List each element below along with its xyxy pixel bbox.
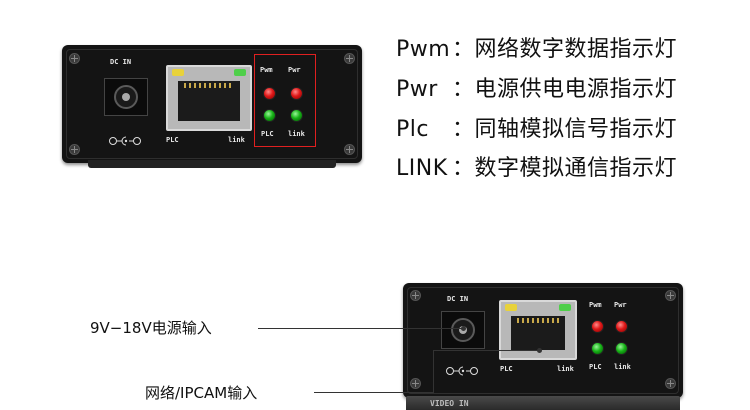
polarity-symbol-icon [109,136,141,146]
screw-icon [410,378,421,389]
plc-port-label: PLC [166,136,179,144]
plc-port-label: PLC [500,365,513,373]
link-port-label: link [228,136,245,144]
plc-led-green [263,109,276,122]
screw-icon [344,53,355,64]
network-callout-arm [433,350,540,351]
port-led-yellow [172,69,184,76]
network-input-callout: 网络/IPCAM输入 [145,384,258,402]
dc-in-label: DC IN [110,58,132,66]
link-led-green [615,342,628,355]
screw-icon [344,144,355,155]
legend-code: Plc [396,117,429,142]
plc-led-green [591,342,604,355]
legend-pwr: Pwr：电源供电电源指示灯 [396,77,678,102]
port-led-green [559,304,571,311]
dc-power-jack [441,311,485,349]
pwr-led-red [615,320,628,333]
power-callout-dot [461,326,466,331]
legend-pwm: Pwm：网络数字数据指示灯 [396,37,678,62]
video-in-label: VIDEO IN [430,399,469,408]
pwm-led-red [591,320,604,333]
power-input-callout: 9V−18V电源输入 [90,319,212,337]
legend-code: Pwr [396,77,438,102]
legend-desc: 电源供电电源指示灯 [474,77,678,102]
pwr-led-label: Pwr [288,66,301,74]
legend-plc: Plc：同轴模拟信号指示灯 [396,117,678,142]
link-led-label: link [614,363,631,371]
device-front-panel-top: DC IN PLC link Pwm Pwr PLC link [62,45,362,163]
port-led-green [234,69,246,76]
legend-desc: 数字模拟通信指示灯 [474,156,678,181]
pwm-led-label: Pwm [589,301,602,309]
device-front-panel-bottom: DC IN PLC link Pwm Pwr PLC link [403,283,683,398]
screw-icon [410,290,421,301]
legend-desc: 同轴模拟信号指示灯 [474,117,678,142]
device-rear-strip: VIDEO IN [406,396,680,410]
panel-frame [407,287,679,394]
screw-icon [69,144,80,155]
legend-code: Pwm [396,37,451,62]
network-callout-riser [433,350,434,393]
plc-led-label: PLC [589,363,602,371]
indicator-highlight-box [254,54,316,147]
dc-in-label: DC IN [447,295,469,303]
device-base-shadow [88,160,336,168]
legend-code: LINK [396,156,448,181]
link-port-label: link [557,365,574,373]
polarity-symbol-icon [446,366,478,376]
screw-icon [69,53,80,64]
legend-link: LINK：数字模拟通信指示灯 [396,156,678,181]
port-led-yellow [505,304,517,311]
network-callout-line [314,392,434,393]
pwm-led-red [263,87,276,100]
screw-icon [665,290,676,301]
pwr-led-label: Pwr [614,301,627,309]
dc-power-jack [104,78,148,116]
link-led-label: link [288,130,305,138]
link-led-green [290,109,303,122]
network-callout-dot [537,348,542,353]
screw-icon [665,378,676,389]
power-callout-line [258,328,464,329]
plc-led-label: PLC [261,130,274,138]
rj45-ethernet-port [166,65,252,131]
pwr-led-red [290,87,303,100]
pwm-led-label: Pwm [260,66,273,74]
legend-desc: 网络数字数据指示灯 [474,37,678,62]
panel-frame [66,49,358,159]
